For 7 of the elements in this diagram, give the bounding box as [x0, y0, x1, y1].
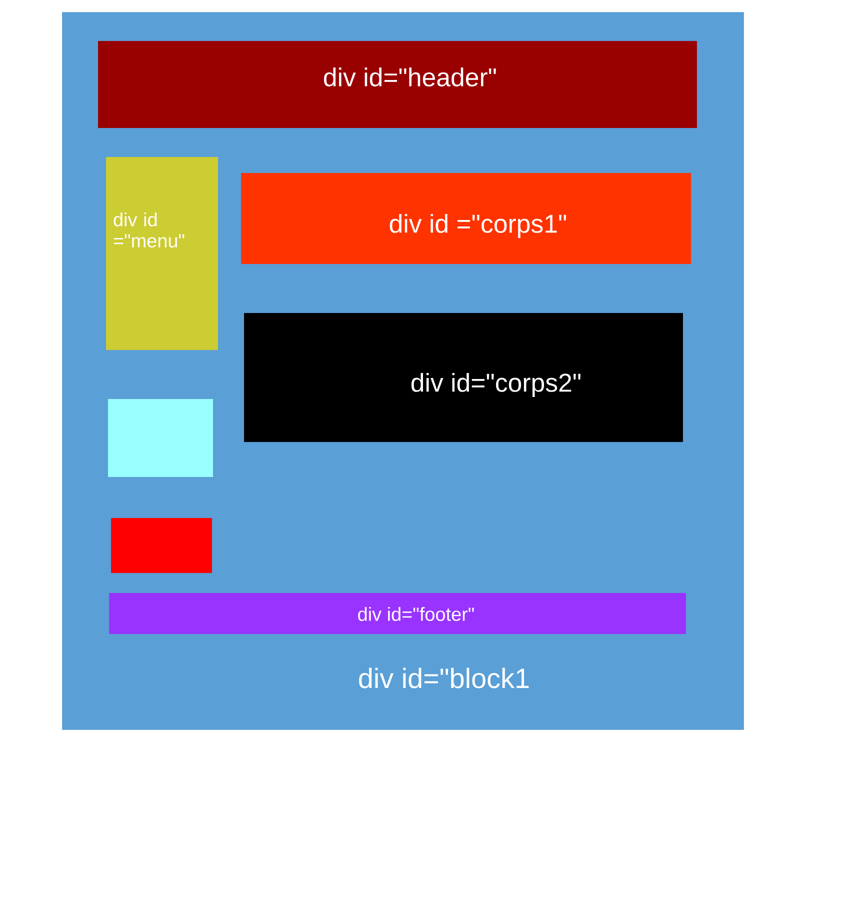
empty-box [111, 518, 212, 573]
content-box: div id ="corps1" [241, 173, 691, 264]
menu-box: div id ="menu" [106, 157, 218, 350]
content-box: div id="corps2" [244, 313, 683, 442]
empty-box [108, 399, 213, 477]
header-box: div id="header" [98, 41, 697, 128]
footer-box: div id="footer" [109, 593, 686, 634]
